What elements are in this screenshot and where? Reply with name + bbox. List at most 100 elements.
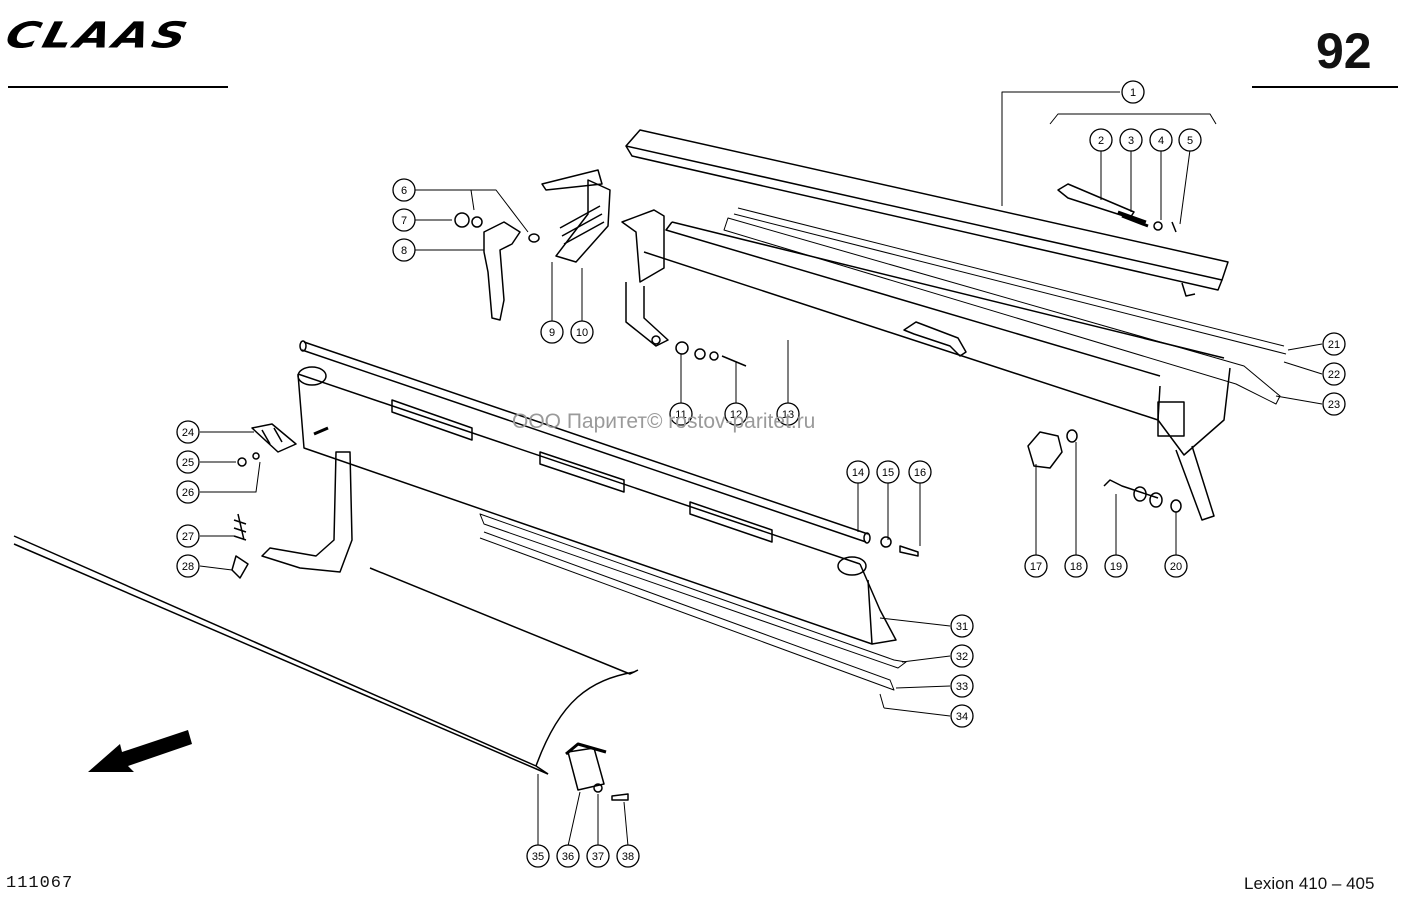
callout-34: 34	[950, 704, 974, 728]
front-frame	[261, 366, 897, 645]
callout-label: 14	[852, 467, 864, 479]
callout-circle	[1024, 554, 1048, 578]
callout-26: 26	[176, 480, 200, 504]
callout-label: 11	[675, 409, 686, 421]
callout-33: 33	[950, 674, 974, 698]
page-number: 92	[1316, 23, 1372, 79]
bolts-11-12	[651, 335, 747, 367]
callout-label: 36	[562, 851, 574, 863]
callout-label: 12	[730, 409, 742, 421]
callout-7: 7	[392, 208, 416, 232]
spring-clip	[231, 513, 249, 579]
callout-circle	[586, 844, 610, 868]
callout-38: 38	[616, 844, 640, 868]
callout-24: 24	[176, 420, 200, 444]
header-rule-right	[1252, 86, 1398, 88]
callout-label: 18	[1070, 561, 1082, 573]
callout-label: 33	[956, 681, 968, 693]
callout-1: 1	[1121, 80, 1145, 104]
callout-label: 34	[956, 711, 968, 723]
arrow-icon	[88, 730, 192, 772]
callout-circle	[176, 554, 200, 578]
callout-circle	[1322, 392, 1346, 416]
callout-label: 28	[182, 561, 194, 573]
callout-label: 3	[1128, 135, 1134, 147]
callout-circle	[1104, 554, 1128, 578]
callout-circle	[1322, 332, 1346, 356]
callout-label: 32	[956, 651, 968, 663]
top-cover	[625, 129, 1229, 297]
callout-5: 5	[1178, 128, 1202, 152]
knob-washer	[1027, 429, 1078, 469]
callout-11: 11	[669, 402, 693, 426]
callout-circle	[1121, 80, 1145, 104]
model-label: Lexion 410 – 405	[1244, 874, 1375, 893]
callout-17: 17	[1024, 554, 1048, 578]
callout-label: 8	[401, 245, 407, 257]
shaft-14	[299, 340, 871, 544]
hinge-plate	[237, 423, 329, 467]
callout-label: 35	[532, 851, 544, 863]
watermark: ООО Паритет© rostov-paritet.ru	[512, 410, 816, 433]
callout-label: 19	[1110, 561, 1122, 573]
callout-37: 37	[586, 844, 610, 868]
callout-circle	[1322, 362, 1346, 386]
callout-18: 18	[1064, 554, 1088, 578]
callout-36: 36	[556, 844, 580, 868]
callout-circle	[950, 614, 974, 638]
callout-label: 31	[956, 621, 968, 633]
callout-circle	[950, 644, 974, 668]
callout-circle	[950, 674, 974, 698]
bolts-15-16	[880, 536, 919, 557]
rear-housing	[621, 209, 1231, 521]
callout-3: 3	[1119, 128, 1143, 152]
callout-circle	[669, 402, 693, 426]
handle-lever	[454, 212, 540, 321]
callout-circle	[1119, 128, 1143, 152]
callout-32: 32	[950, 644, 974, 668]
callout-circle	[556, 844, 580, 868]
callout-label: 10	[576, 327, 588, 339]
callout-label: 2	[1098, 135, 1104, 147]
callout-13: 13	[776, 402, 800, 426]
wear-strip-lower	[479, 513, 907, 709]
callout-label: 9	[549, 327, 555, 339]
callout-9: 9	[540, 320, 564, 344]
callout-label: 22	[1328, 369, 1340, 381]
callout-label: 17	[1030, 561, 1042, 573]
callout-label: 20	[1170, 561, 1182, 573]
callout-circle	[176, 450, 200, 474]
callout-circle	[950, 704, 974, 728]
callout-4: 4	[1149, 128, 1173, 152]
callout-2: 2	[1089, 128, 1113, 152]
callout-label: 16	[914, 467, 926, 479]
callout-19: 19	[1104, 554, 1128, 578]
callout-21: 21	[1322, 332, 1346, 356]
bolts-19-20	[1103, 479, 1182, 513]
callout-label: 38	[622, 851, 634, 863]
callout-label: 37	[592, 851, 604, 863]
callout-circle	[1164, 554, 1188, 578]
callout-label: 27	[182, 531, 194, 543]
header-rule-left	[8, 86, 228, 88]
callout-circle	[616, 844, 640, 868]
callout-label: 6	[401, 185, 407, 197]
callout-label: 5	[1187, 135, 1193, 147]
callout-circle	[176, 480, 200, 504]
callout-23: 23	[1322, 392, 1346, 416]
callout-circle	[540, 320, 564, 344]
wear-strip-upper	[723, 207, 1287, 405]
callout-circle	[392, 208, 416, 232]
callout-circle	[876, 460, 900, 484]
callout-circle	[776, 402, 800, 426]
callout-10: 10	[570, 320, 594, 344]
callout-25: 25	[176, 450, 200, 474]
drawing-number: 111067	[6, 874, 74, 893]
callout-circle	[1064, 554, 1088, 578]
callout-8: 8	[392, 238, 416, 262]
callout-27: 27	[176, 524, 200, 548]
callout-circle	[1178, 128, 1202, 152]
callout-22: 22	[1322, 362, 1346, 386]
leader-lines	[199, 91, 1323, 847]
